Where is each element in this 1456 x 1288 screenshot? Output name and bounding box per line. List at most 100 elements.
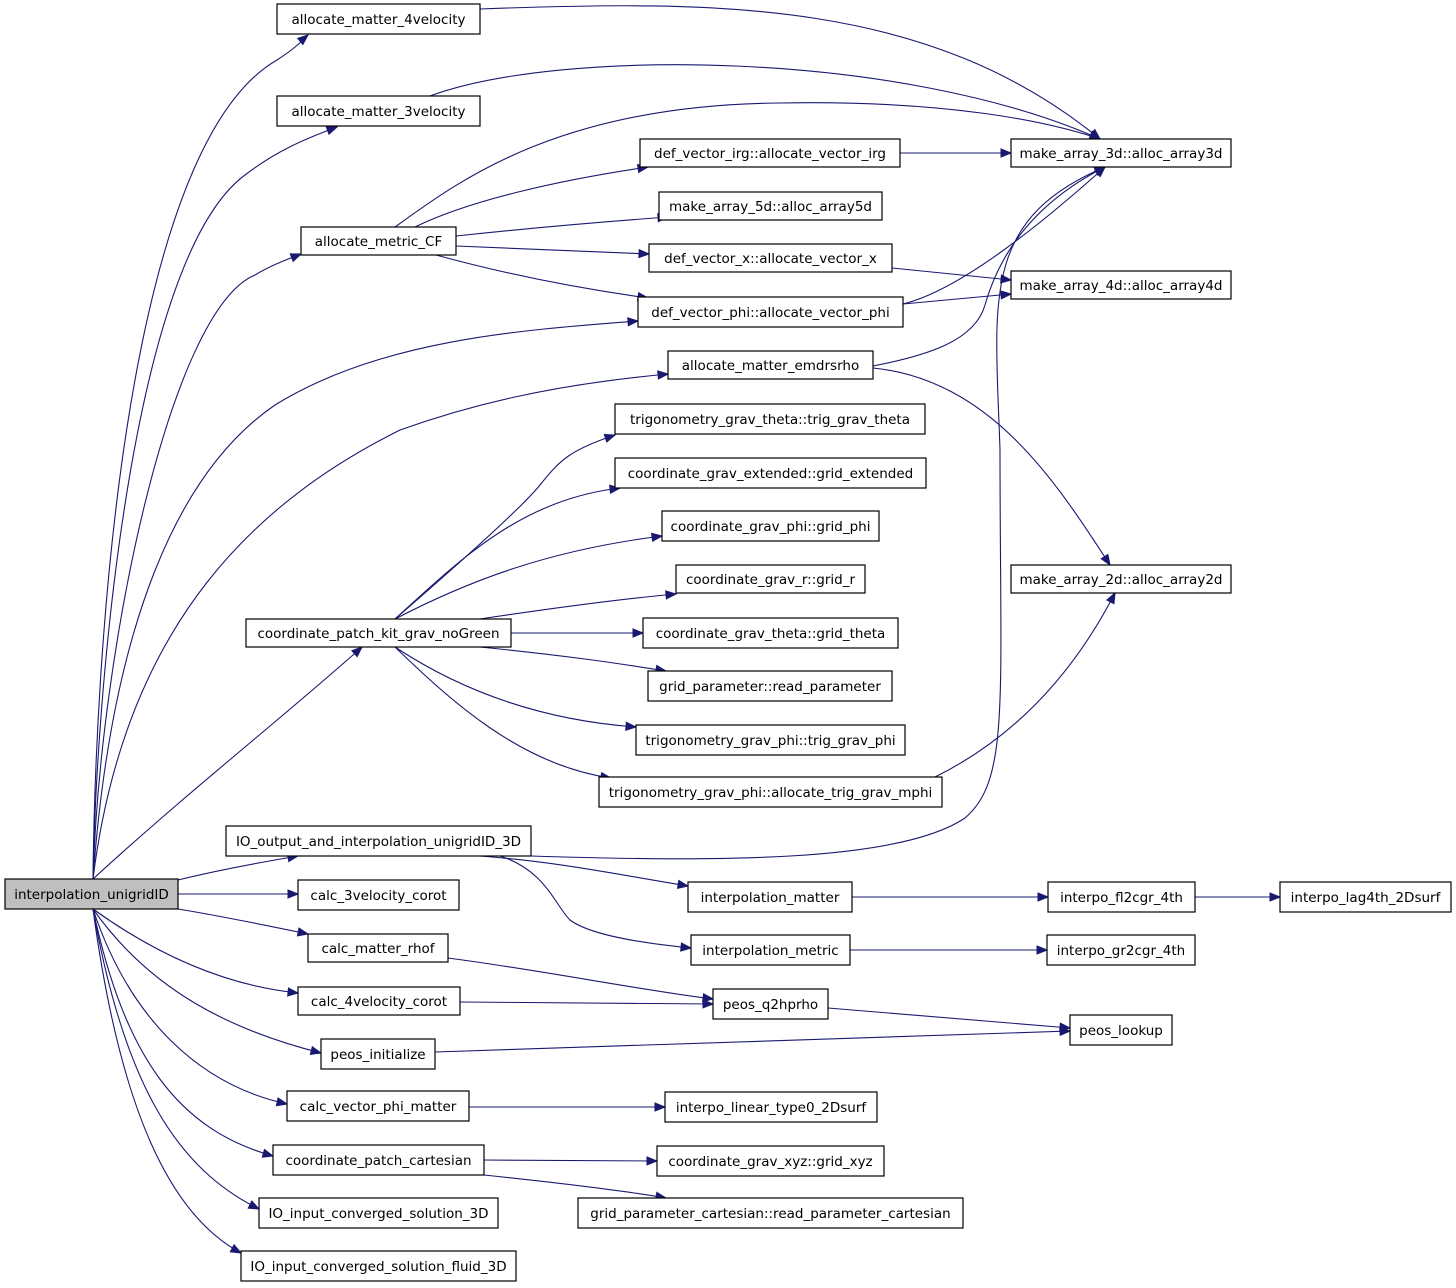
node-box [635, 724, 906, 756]
arrowhead-icon [654, 1102, 667, 1112]
edge-line [92, 908, 299, 994]
node-label: coordinate_grav_theta::grid_theta [656, 626, 886, 642]
edge-tgam-to-ma2d [934, 591, 1116, 778]
edge-cpk-to-gprp [479, 646, 668, 675]
node-label: calc_matter_rhof [321, 941, 435, 957]
node-label: allocate_metric_CF [315, 234, 443, 250]
node-ifl[interactable]: interpo_fl2cgr_4th [1047, 881, 1196, 913]
node-gprp[interactable]: grid_parameter::read_parameter [647, 670, 893, 702]
node-c4v[interactable]: calc_4velocity_corot [297, 986, 461, 1016]
arrowhead-icon [657, 370, 670, 380]
node-label: make_array_4d::alloc_array4d [1020, 278, 1223, 294]
node-amemd[interactable]: allocate_matter_emdrsrho [667, 350, 874, 380]
node-ma3d[interactable]: make_array_3d::alloc_array3d [1010, 138, 1232, 168]
node-label: IO_output_and_interpolation_unigridID_3D [236, 834, 521, 850]
node-label: interpo_fl2cgr_4th [1060, 890, 1183, 906]
node-cge[interactable]: coordinate_grav_extended::grid_extended [614, 457, 927, 489]
edge-root-to-cpc [92, 908, 275, 1158]
node-box [297, 879, 460, 911]
node-label: allocate_matter_3velocity [291, 104, 465, 120]
edge-line [479, 5, 1101, 140]
node-igr[interactable]: interpo_gr2cgr_4th [1046, 934, 1196, 966]
edge-line [483, 1159, 658, 1162]
arrowhead-icon [325, 126, 339, 136]
node-label: calc_vector_phi_matter [300, 1099, 457, 1115]
edge-line [891, 267, 1012, 281]
node-cgth[interactable]: coordinate_grav_theta::grid_theta [642, 617, 899, 649]
arrowhead-icon [1000, 290, 1013, 300]
node-ilt[interactable]: interpo_linear_type0_2Dsurf [664, 1091, 878, 1123]
arrowhead-icon [351, 646, 364, 658]
node-cgr[interactable]: coordinate_grav_r::grid_r [675, 564, 866, 594]
node-box [225, 825, 532, 857]
node-box [690, 934, 851, 966]
node-ioin[interactable]: IO_input_converged_solution_3D [258, 1197, 499, 1229]
node-tgt[interactable]: trigonometry_grav_theta::trig_grav_theta [614, 403, 926, 435]
edge-line [435, 254, 649, 299]
edge-line [872, 367, 1111, 566]
node-cmr[interactable]: calc_matter_rhof [307, 933, 449, 963]
node-cpc[interactable]: coordinate_patch_cartesian [272, 1144, 485, 1176]
node-am3v[interactable]: allocate_matter_3velocity [276, 95, 481, 127]
node-tgp[interactable]: trigonometry_grav_phi::trig_grav_phi [635, 724, 906, 756]
edge-amcf-to-ma3d [394, 102, 1102, 228]
edge-cpk-to-tgp [394, 646, 638, 731]
edge-cvpm-to-ilt [469, 1102, 667, 1112]
edge-root-to-cvpm [92, 908, 289, 1107]
node-cgphi[interactable]: coordinate_grav_phi::grid_phi [661, 510, 880, 542]
node-ilag[interactable]: interpo_lag4th_2Dsurf [1279, 881, 1452, 913]
node-box [245, 618, 512, 648]
edge-line [177, 855, 299, 881]
node-label: IO_input_converged_solution_fluid_3D [250, 1259, 506, 1275]
edge-cpc-to-gpc [483, 1174, 668, 1201]
node-plk[interactable]: peos_lookup [1069, 1014, 1173, 1046]
arrowhead-icon [287, 987, 300, 997]
node-ioinf[interactable]: IO_input_converged_solution_fluid_3D [240, 1250, 517, 1282]
node-gpc[interactable]: grid_parameter_cartesian::read_parameter… [577, 1197, 964, 1229]
node-dvirg[interactable]: def_vector_irg::allocate_vector_irg [639, 138, 901, 168]
node-imat[interactable]: interpolation_matter [687, 881, 853, 913]
node-cgxyz[interactable]: coordinate_grav_xyz::grid_xyz [656, 1145, 885, 1177]
node-ma2d[interactable]: make_array_2d::alloc_array2d [1010, 564, 1232, 594]
node-ioout[interactable]: IO_output_and_interpolation_unigridID_3D [225, 825, 532, 857]
node-label: coordinate_grav_xyz::grid_xyz [668, 1154, 872, 1170]
edge-imet-to-igr [850, 945, 1049, 955]
node-amcf[interactable]: allocate_metric_CF [300, 226, 457, 256]
node-pini[interactable]: peos_initialize [320, 1038, 436, 1070]
edge-line [177, 908, 309, 935]
node-cvpm[interactable]: calc_vector_phi_matter [286, 1090, 470, 1122]
node-ma5d[interactable]: make_array_5d::alloc_array5d [658, 191, 883, 221]
node-cpk[interactable]: coordinate_patch_kit_grav_noGreen [245, 618, 512, 648]
node-box [4, 878, 179, 910]
edge-line [447, 957, 714, 1000]
node-root[interactable]: interpolation_unigridID [4, 878, 179, 910]
edge-amemd-to-ma2d [872, 367, 1111, 567]
node-dvphi[interactable]: def_vector_phi::allocate_vector_phi [637, 296, 904, 328]
node-label: make_array_5d::alloc_array5d [669, 199, 872, 215]
arrowhead-icon [702, 999, 715, 1009]
edge-root-to-ioinf [92, 908, 243, 1254]
node-box [1047, 881, 1196, 913]
node-label: peos_q2hprho [723, 997, 818, 1013]
arrowhead-icon [1100, 553, 1111, 567]
node-label: interpolation_unigridID [14, 887, 169, 903]
node-dvx[interactable]: def_vector_x::allocate_vector_x [648, 243, 893, 273]
node-label: interpolation_matter [701, 890, 840, 906]
node-pq2[interactable]: peos_q2hprho [712, 988, 829, 1020]
edge-line [394, 487, 621, 620]
node-ma4d[interactable]: make_array_4d::alloc_array4d [1010, 270, 1232, 300]
arrowhead-icon [627, 317, 640, 327]
node-am4v[interactable]: allocate_matter_4velocity [276, 3, 481, 35]
edge-cmr-to-pq2 [447, 957, 715, 1003]
node-box [320, 1038, 436, 1070]
edge-amcf-to-dvx [455, 245, 651, 259]
node-box [614, 403, 926, 435]
arrowhead-icon [1000, 274, 1013, 284]
edge-line [92, 320, 639, 880]
node-box [661, 510, 880, 542]
node-box [614, 457, 927, 489]
node-imet[interactable]: interpolation_metric [690, 934, 851, 966]
node-tgam[interactable]: trigonometry_grav_phi::allocate_trig_gra… [598, 776, 943, 808]
node-c3v[interactable]: calc_3velocity_corot [297, 879, 460, 911]
